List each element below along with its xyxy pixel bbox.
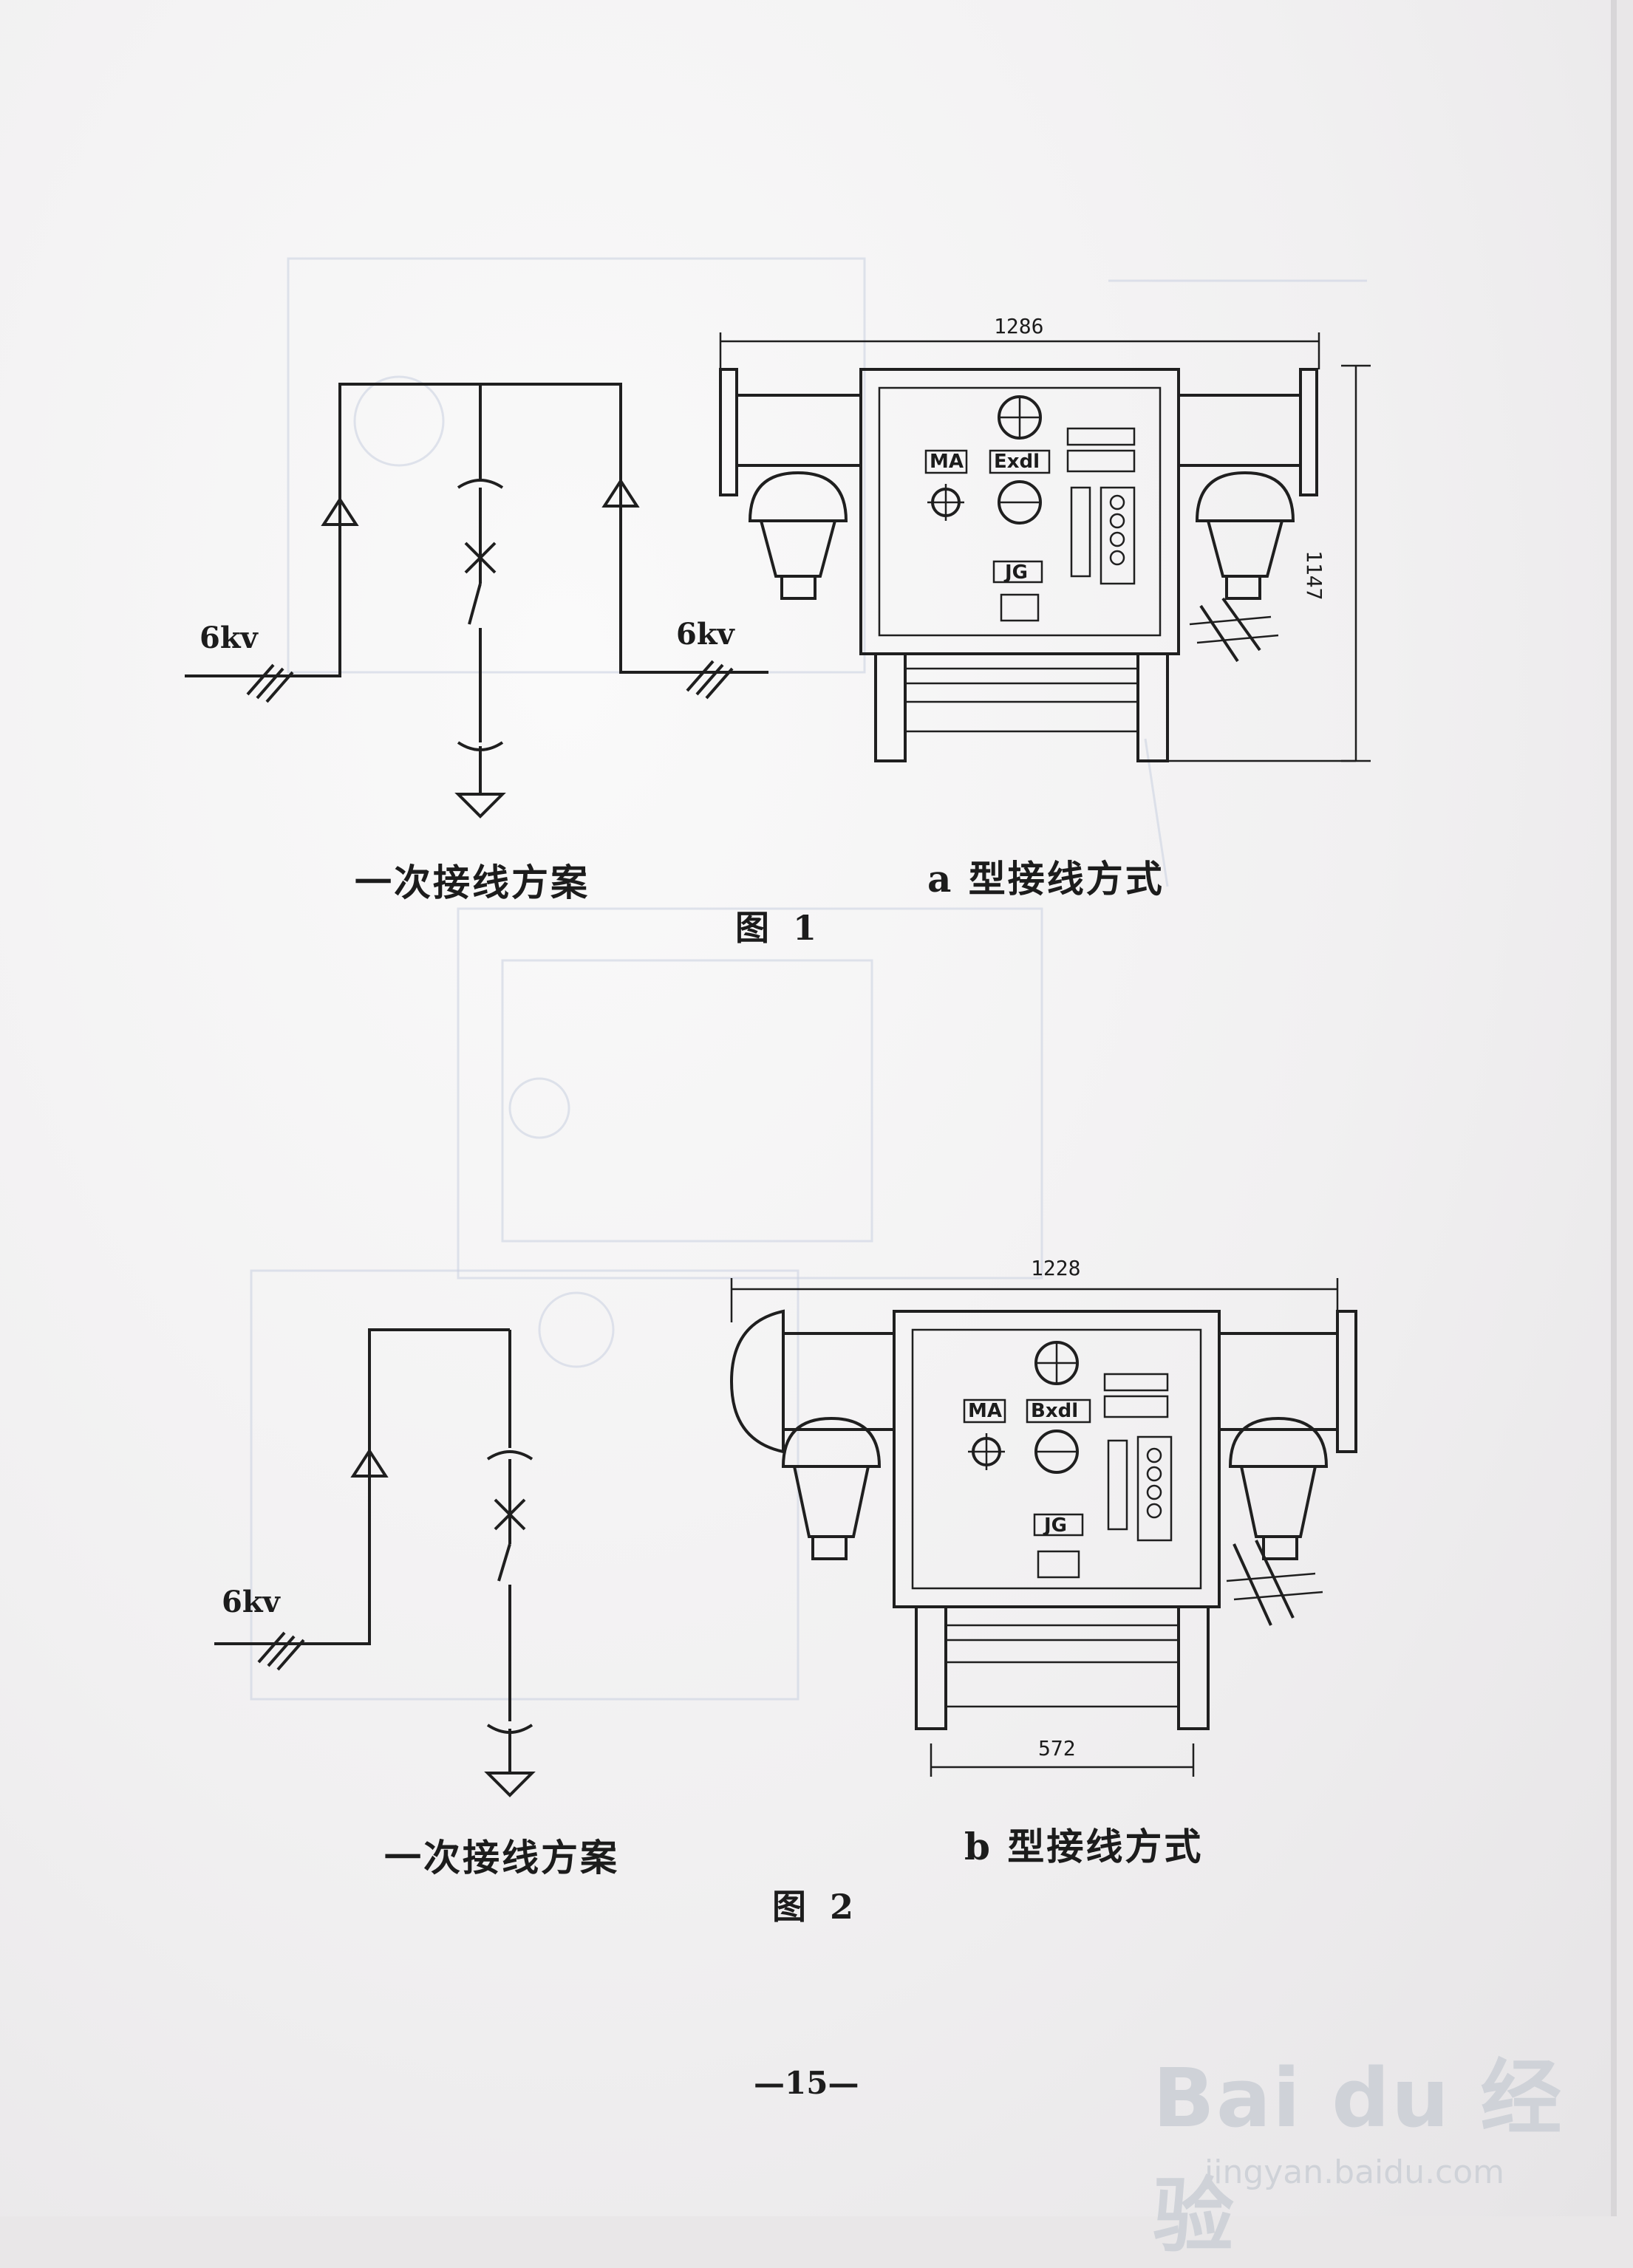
watermark-main-text: Bai du 经验 — [1153, 2051, 1564, 2264]
figure1-exd-label: Exdl — [994, 451, 1040, 473]
figure2-ma-label: MA — [968, 1400, 1002, 1422]
figure1-left-feeder — [185, 383, 480, 703]
baidu-watermark: Bai du 经验 jingyan.baidu.com — [1153, 2032, 1566, 2264]
figure1-scheme-caption: 一次接线方案 — [355, 861, 590, 904]
figure2-exd-label: Bxdl — [1031, 1400, 1079, 1422]
figure1-right-feeder — [480, 383, 768, 700]
figure2-base-dimension: 572 — [1038, 1736, 1076, 1760]
figure2-label: 图 2 — [772, 1887, 860, 1927]
page-sheet — [0, 0, 1617, 2216]
figure2-type-caption: b 型接线方式 — [964, 1825, 1204, 1868]
figure2-right-lamp — [1226, 1416, 1329, 1626]
figure2-voltage: 6kv — [222, 1585, 280, 1619]
figure2-feeder — [214, 1328, 510, 1671]
figure1-label: 图 1 — [735, 908, 823, 948]
figure1-ma-label: MA — [930, 451, 964, 473]
figure2-breaker — [484, 1330, 536, 1797]
figure1-height-dimension: 1147 — [1302, 550, 1326, 601]
figure1-voltage-left: 6kv — [200, 621, 258, 655]
figure1-left-lamp — [748, 471, 848, 600]
figure2-jg-label: JG — [1044, 1514, 1068, 1537]
figure1-width-dimension: 1286 — [994, 314, 1044, 338]
figure1-type-caption: a 型接线方式 — [927, 857, 1165, 901]
page-number: —15— — [754, 2065, 859, 2101]
figure1-right-lamp — [1189, 471, 1295, 663]
figure1-breaker — [454, 384, 506, 819]
figure2-scheme-caption: 一次接线方案 — [384, 1836, 619, 1879]
figure2-width-dimension: 1228 — [1031, 1256, 1081, 1280]
figure2-cabinet — [893, 1310, 1221, 1608]
figure2-left-lamp — [781, 1416, 882, 1560]
figure1-jg-label: JG — [1005, 561, 1029, 584]
figure1-voltage-right: 6kv — [676, 617, 734, 652]
watermark-url: jingyan.baidu.com — [1204, 2153, 1505, 2191]
figure1-cabinet — [859, 368, 1180, 655]
